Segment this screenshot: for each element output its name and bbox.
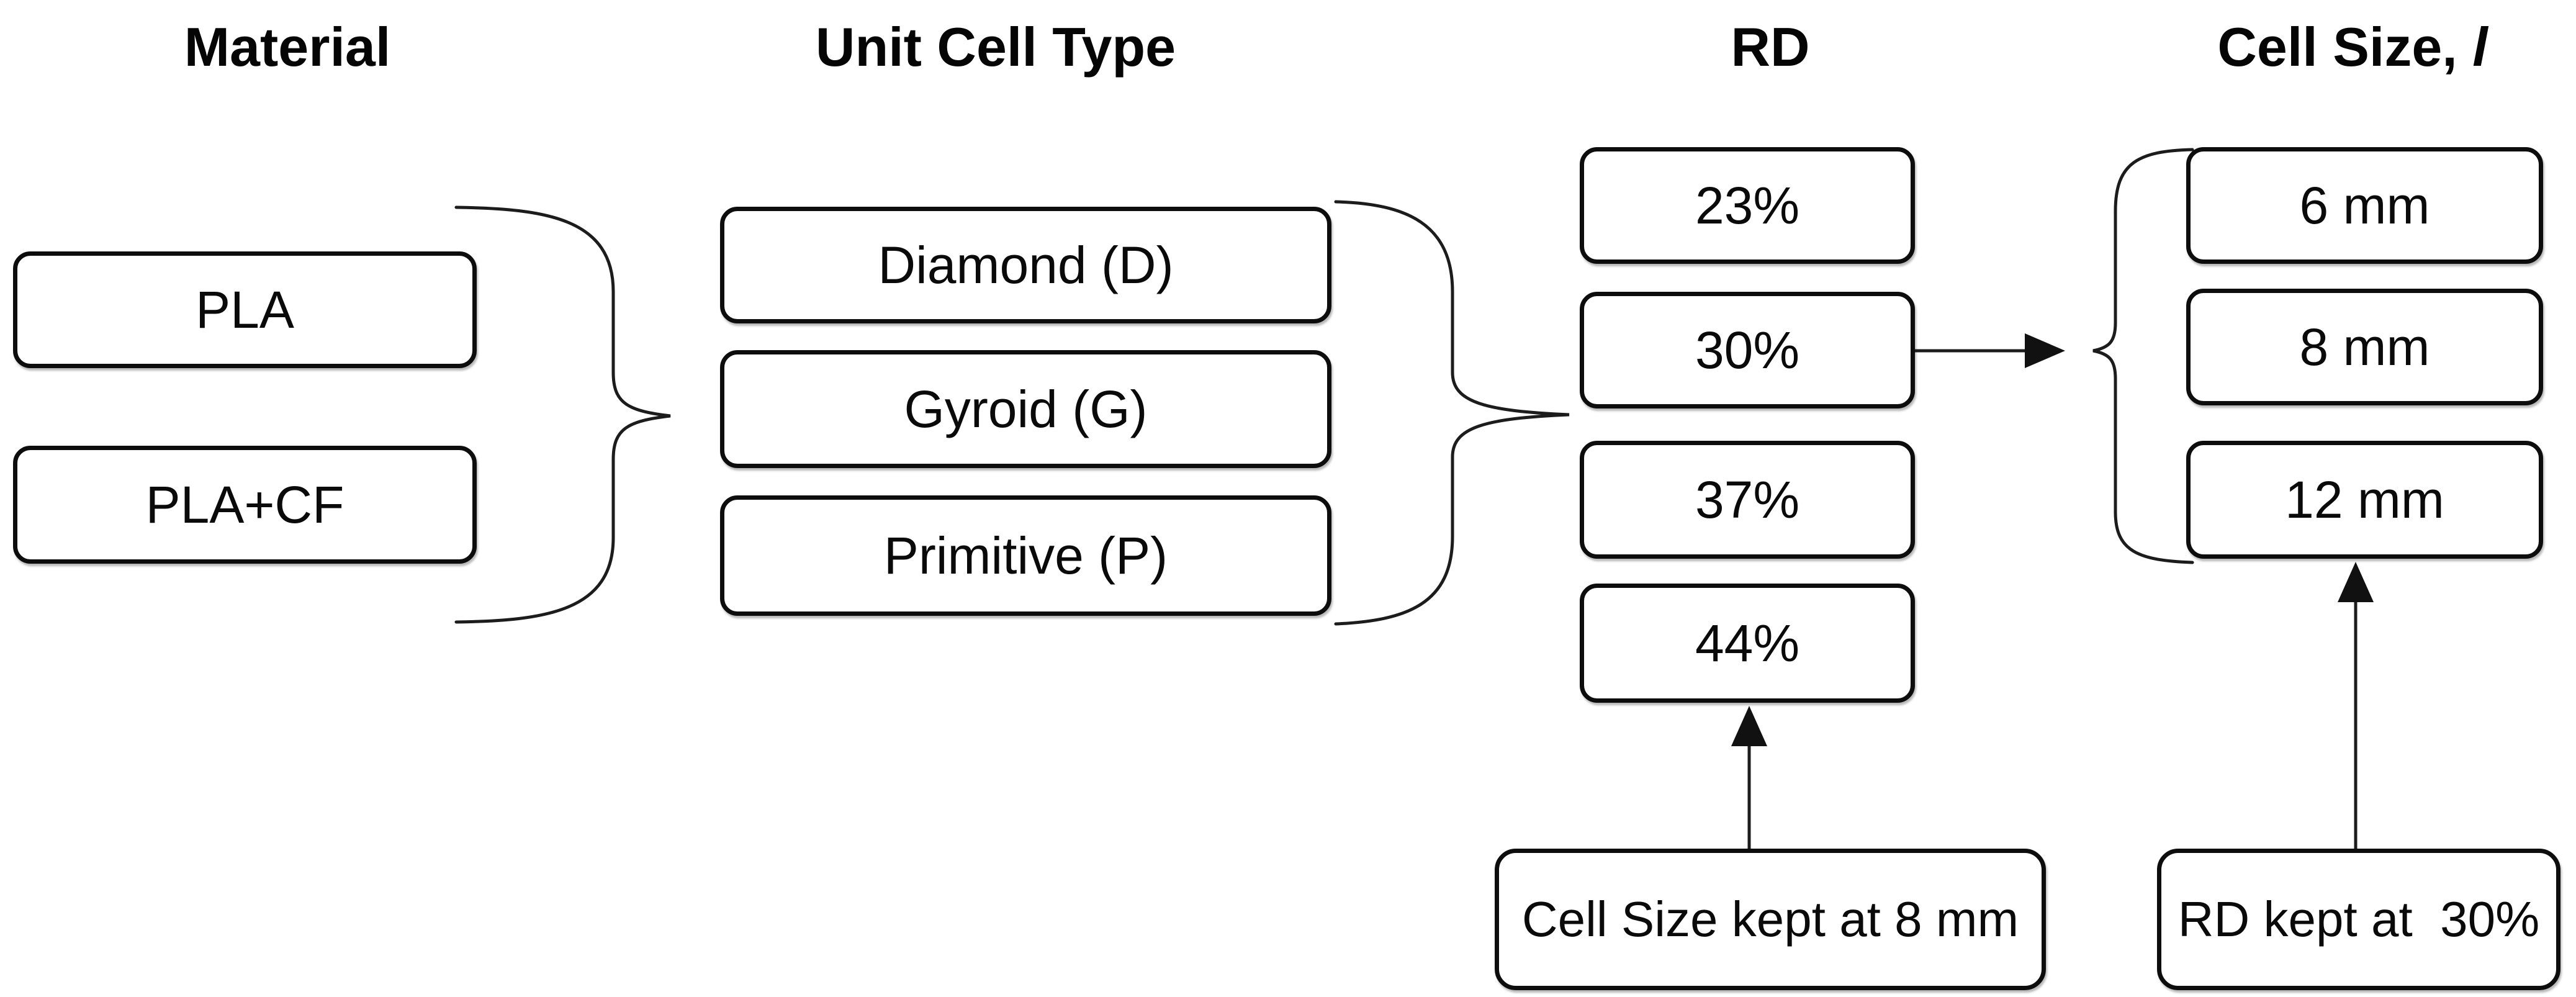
arrow-rd30-to-cell-size: [1915, 333, 2065, 368]
note-rd-kept: RD kept at 30%: [2157, 849, 2560, 990]
box-6mm: 6 mm: [2186, 147, 2543, 264]
box-rd-44: 44%: [1580, 584, 1915, 703]
header-rd: RD: [1731, 16, 1810, 78]
header-cell-size-symbol: l: [2472, 16, 2488, 78]
box-12mm: 12 mm: [2186, 441, 2543, 559]
box-rd-23: 23%: [1580, 147, 1915, 264]
header-cell-size: Cell Size, l: [2217, 17, 2487, 78]
box-rd-37: 37%: [1580, 441, 1915, 559]
arrow-note-to-rd44: [1731, 706, 1767, 849]
header-unit-cell-type: Unit Cell Type: [815, 16, 1176, 78]
box-pla-cf: PLA+CF: [13, 446, 477, 564]
note-cell-size-kept: Cell Size kept at 8 mm: [1495, 849, 2046, 990]
header-material: Material: [184, 16, 391, 78]
box-8mm: 8 mm: [2186, 289, 2543, 405]
header-cell-size-text: Cell Size,: [2217, 16, 2473, 78]
brace-material-to-unit-cell: [454, 205, 671, 624]
box-diamond: Diamond (D): [720, 207, 1331, 323]
brace-cell-size: [2092, 148, 2194, 564]
arrow-note-to-12mm: [2338, 562, 2374, 849]
box-pla: PLA: [13, 251, 477, 368]
box-rd-30: 30%: [1580, 292, 1915, 408]
box-primitive: Primitive (P): [720, 495, 1331, 616]
box-gyroid: Gyroid (G): [720, 350, 1331, 468]
brace-unit-cell-to-rd: [1334, 200, 1570, 626]
